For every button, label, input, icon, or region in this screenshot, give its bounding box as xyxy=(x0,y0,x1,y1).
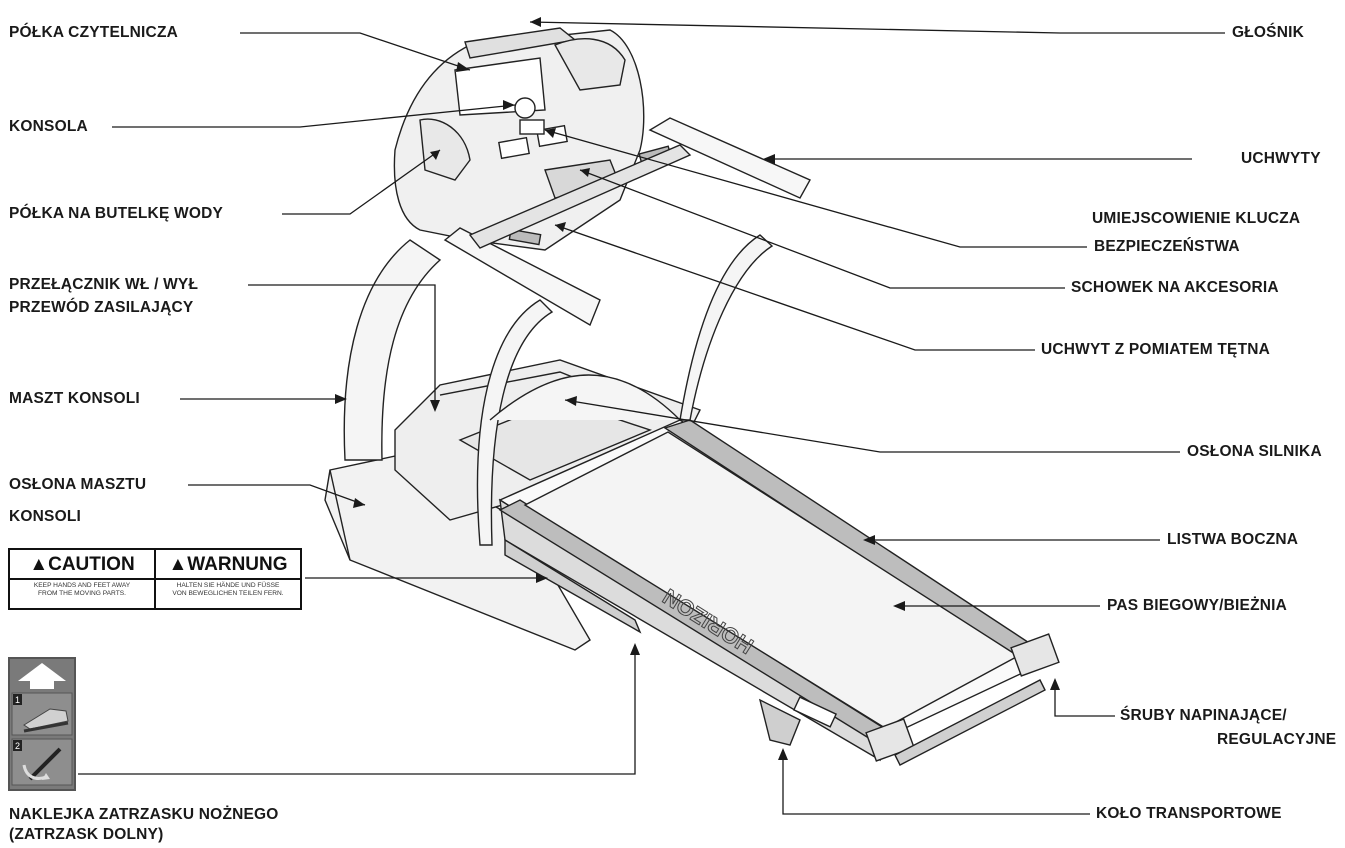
label-schowek: SCHOWEK NA AKCESORIA xyxy=(1071,279,1279,297)
arrowhead xyxy=(778,748,788,760)
label-przelacznik: PRZEŁĄCZNIK WŁ / WYŁ xyxy=(9,276,198,294)
label-konsola: KONSOLA xyxy=(9,118,88,136)
label-oslona-masztu: OSŁONA MASZTU xyxy=(9,476,146,494)
label-naklejka: NAKLEJKA ZATRZASKU NOŻNEGO xyxy=(9,806,279,824)
label-naklejka-2: (ZATRZASK DOLNY) xyxy=(9,826,163,844)
label-klucz-2: BEZPIECZEŃSTWA xyxy=(1094,238,1240,256)
leader-kolo xyxy=(783,750,1090,814)
label-oslona-silnika: OSŁONA SILNIKA xyxy=(1187,443,1322,461)
leader-sruby xyxy=(1055,680,1115,716)
label-maszt-konsoli: MASZT KONSOLI xyxy=(9,390,140,408)
leader-schowek xyxy=(580,170,1065,288)
arrowhead xyxy=(1050,678,1060,690)
arrowhead xyxy=(630,643,640,655)
warnung-text-line2: VON BEWEGLICHEN TEILEN FERN. xyxy=(172,590,283,598)
label-uchwyty: UCHWYTY xyxy=(1241,150,1321,168)
foot-latch-sticker-art: 1 2 xyxy=(10,659,74,789)
caution-text: KEEP HANDS AND FEET AWAY FROM THE MOVING… xyxy=(34,580,130,598)
leader-polka-czytelnicza xyxy=(240,33,470,70)
warnung-title: ▲WARNUNG xyxy=(156,550,300,580)
warnung-text-line1: HALTEN SIE HÄNDE UND FÜSSE xyxy=(172,582,283,590)
label-sruby: ŚRUBY NAPINAJĄCE/ xyxy=(1120,707,1287,725)
label-listwa-boczna: LISTWA BOCZNA xyxy=(1167,531,1298,549)
caution-panel: ▲CAUTION KEEP HANDS AND FEET AWAY FROM T… xyxy=(10,550,154,608)
label-glosnik: GŁOŚNIK xyxy=(1232,24,1304,42)
warnung-panel: ▲WARNUNG HALTEN SIE HÄNDE UND FÜSSE VON … xyxy=(154,550,300,608)
foot-latch-sticker: 1 2 xyxy=(8,657,76,791)
label-sruby-2: REGULACYJNE xyxy=(1217,731,1336,749)
caution-title: ▲CAUTION xyxy=(10,550,154,580)
label-przewod: PRZEWÓD ZASILAJĄCY xyxy=(9,299,193,317)
label-uchwyt-tetno: UCHWYT Z POMIATEM TĘTNA xyxy=(1041,341,1270,359)
sticker-step1: 1 xyxy=(15,695,20,705)
caution-text-line2: FROM THE MOVING PARTS. xyxy=(34,590,130,598)
running-deck xyxy=(500,420,1059,765)
label-oslona-masztu-2: KONSOLI xyxy=(9,508,81,526)
arrowhead xyxy=(530,17,541,27)
label-polka-butelka: PÓŁKA NA BUTELKĘ WODY xyxy=(9,205,223,223)
warnung-text: HALTEN SIE HÄNDE UND FÜSSE VON BEWEGLICH… xyxy=(172,580,283,598)
label-pas-biegowy: PAS BIEGOWY/BIEŻNIA xyxy=(1107,597,1287,615)
leader-glosnik xyxy=(530,22,1225,33)
caution-warning-label: ▲CAUTION KEEP HANDS AND FEET AWAY FROM T… xyxy=(8,548,302,610)
leader-naklejka xyxy=(78,645,635,774)
label-kolo: KOŁO TRANSPORTOWE xyxy=(1096,805,1282,823)
sticker-step2: 2 xyxy=(15,741,20,751)
label-polka-czytelnicza: PÓŁKA CZYTELNICZA xyxy=(9,24,178,42)
caution-text-line1: KEEP HANDS AND FEET AWAY xyxy=(34,582,130,590)
label-klucz: UMIEJSCOWIENIE KLUCZA xyxy=(1092,210,1300,228)
